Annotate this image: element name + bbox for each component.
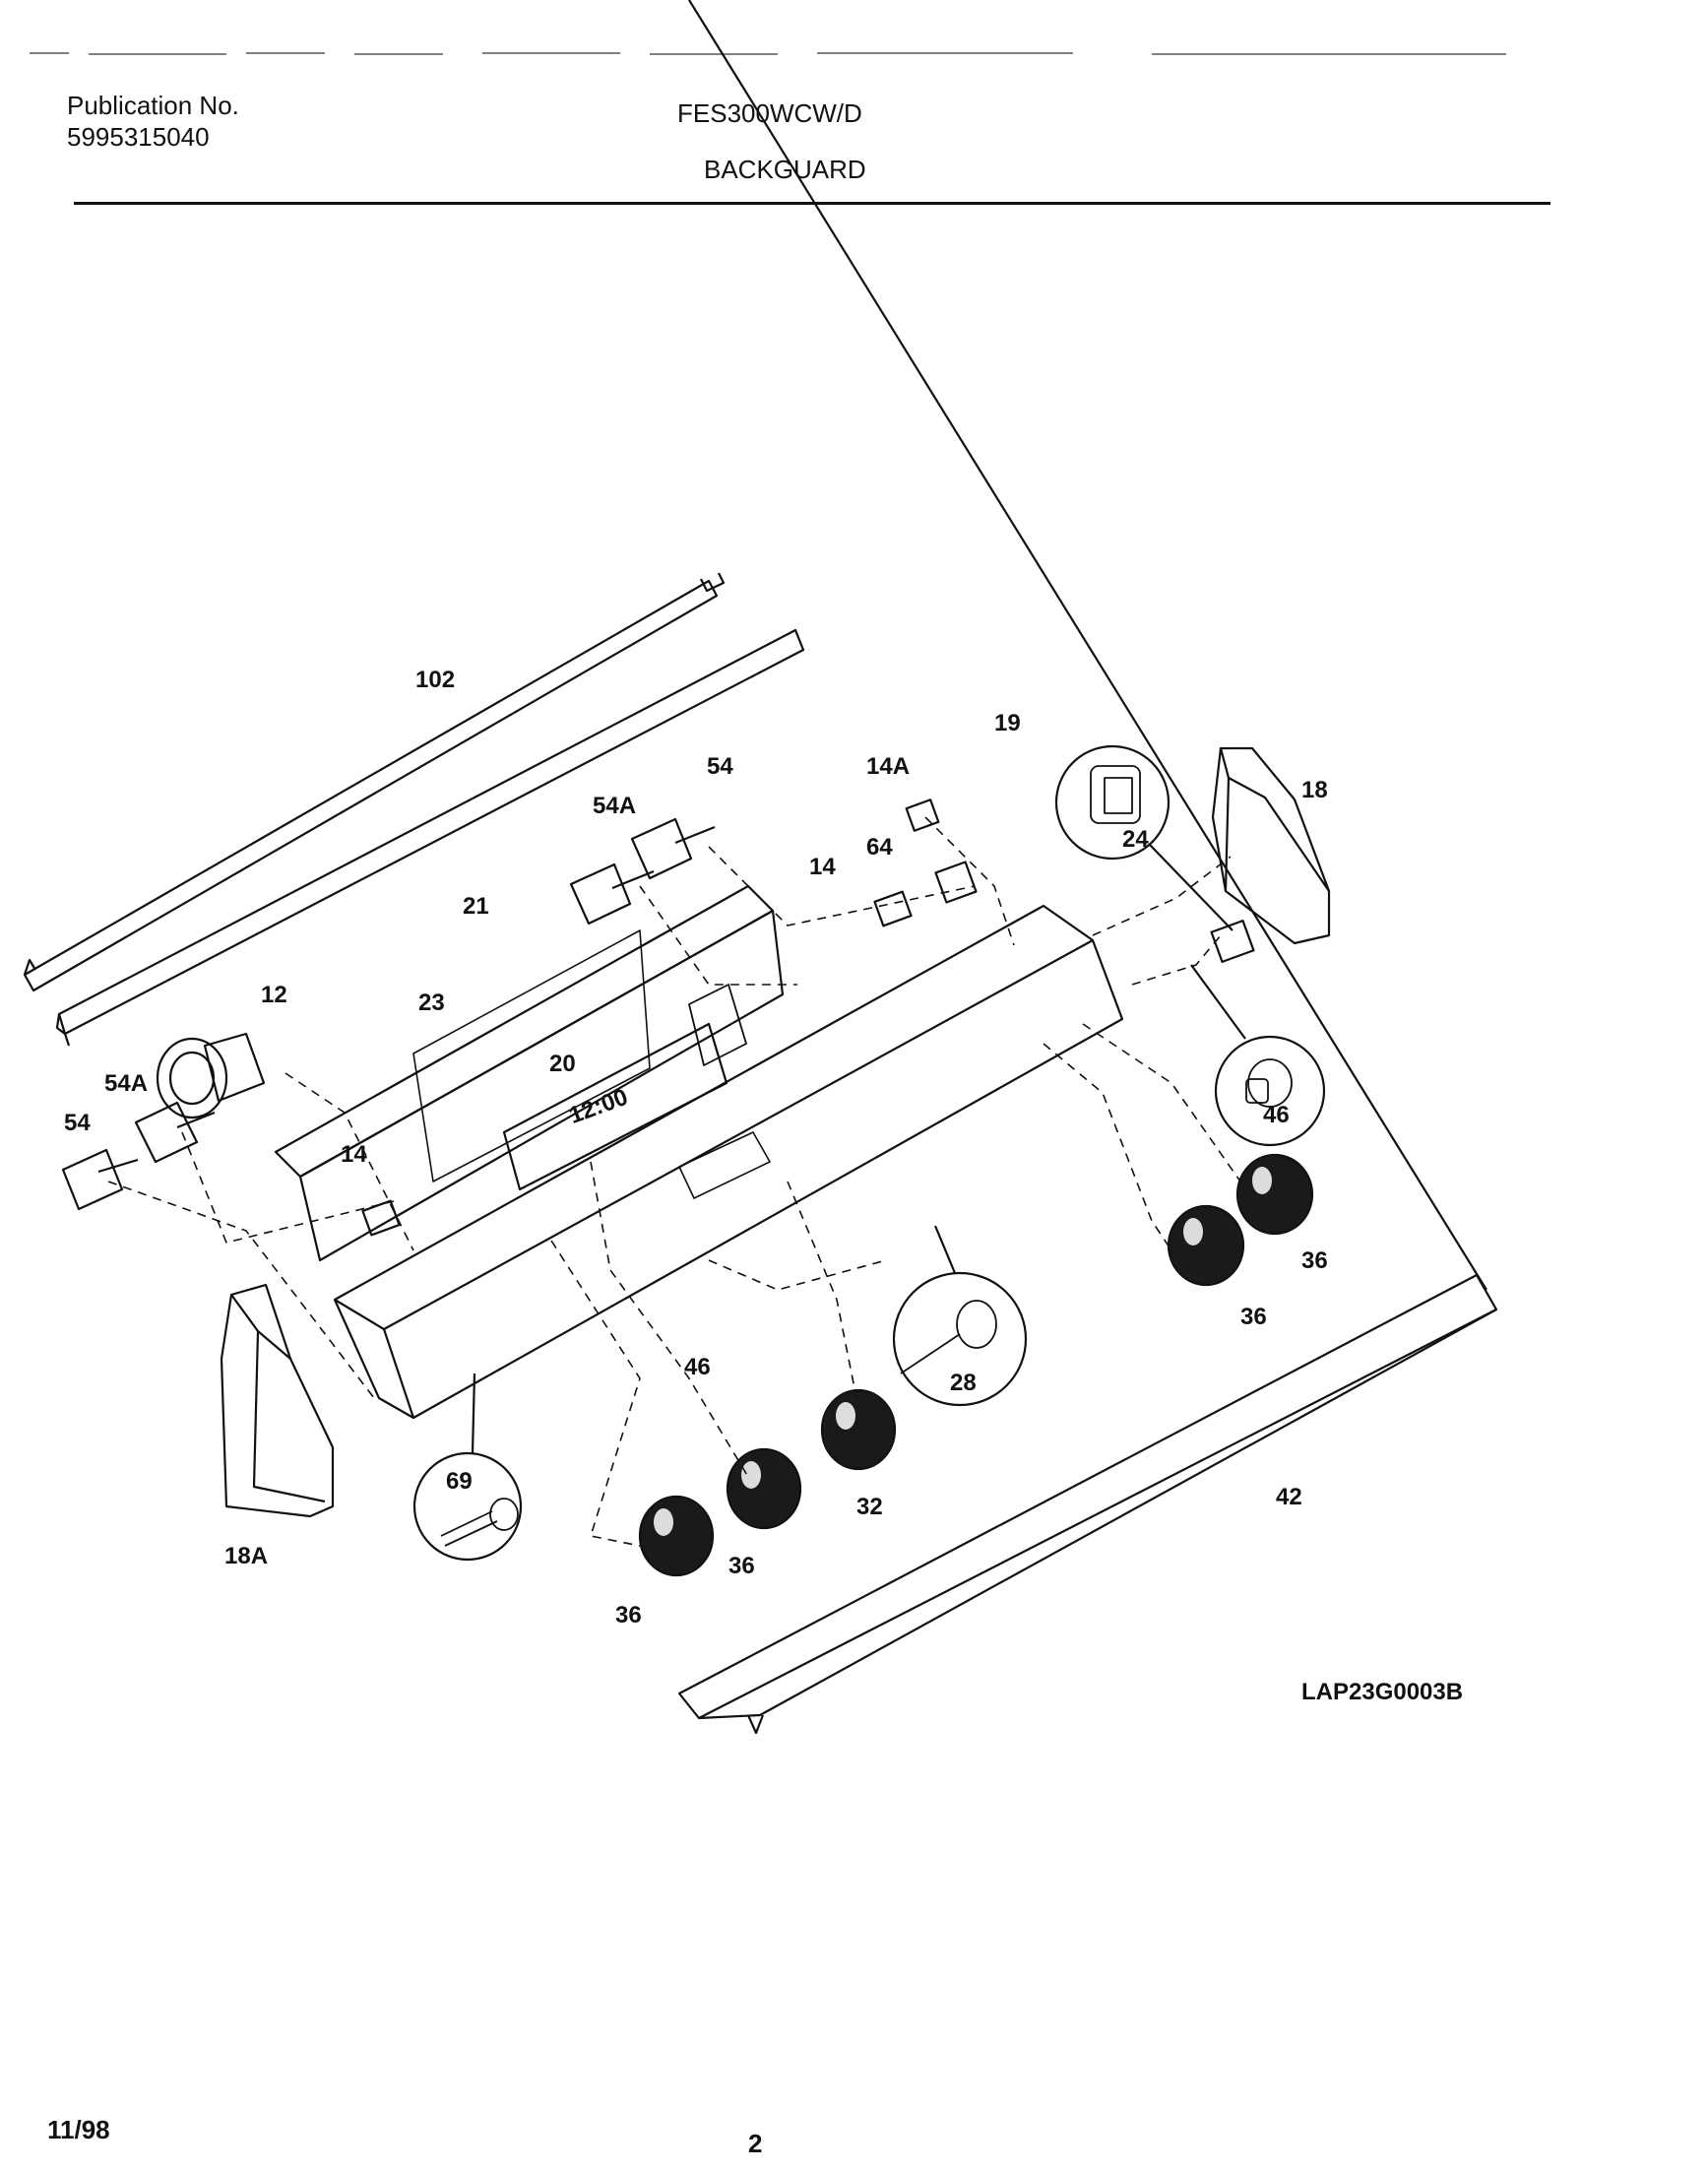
callout-46-right: 46 <box>1263 1102 1290 1128</box>
part-102-trim <box>23 572 726 992</box>
callout-14-left: 14 <box>341 1141 367 1168</box>
publication-label: Publication No. <box>67 91 239 120</box>
callout-12: 12 <box>261 982 287 1008</box>
part-54-switch-right <box>630 817 716 880</box>
part-19-backguard <box>333 904 1124 1420</box>
part-23-control-panel <box>274 884 785 1262</box>
callout-32: 32 <box>856 1494 883 1520</box>
callout-36-right-upper: 36 <box>1301 1247 1328 1274</box>
callout-28: 28 <box>950 1370 977 1396</box>
callout-24: 24 <box>1122 826 1149 853</box>
callout-36-center: 36 <box>728 1553 755 1579</box>
detail-28-circle <box>892 1271 1028 1407</box>
callout-20: 20 <box>549 1051 576 1077</box>
callout-64: 64 <box>866 834 893 861</box>
detail-24-lamp <box>1090 765 1141 824</box>
part-54a-switch-left <box>134 1101 216 1164</box>
callout-18a: 18A <box>224 1543 268 1569</box>
callout-46-center: 46 <box>684 1354 711 1380</box>
part-54a-switch-right <box>569 862 655 926</box>
knobs <box>638 1153 1314 1577</box>
callout-54: 54 <box>707 753 733 780</box>
callout-18: 18 <box>1301 777 1328 803</box>
callout-36-right-lower: 36 <box>1240 1304 1267 1330</box>
callout-19: 19 <box>994 710 1021 736</box>
callout-69: 69 <box>446 1468 473 1495</box>
part-64-bracket <box>934 861 978 904</box>
detail-46-knob-insert <box>1245 1058 1293 1108</box>
detail-69-screw <box>440 1498 519 1547</box>
part-14a-clip <box>905 799 940 832</box>
callout-54a-left: 54A <box>104 1070 148 1097</box>
callout-21: 21 <box>463 893 489 920</box>
detail-28-igniter <box>900 1300 997 1374</box>
callout-36-left: 36 <box>615 1602 642 1629</box>
callout-14a: 14A <box>866 753 910 780</box>
part-54-switch-left <box>61 1148 139 1211</box>
detail-69-circle <box>412 1451 523 1562</box>
publication-date: 11/98 <box>47 2115 110 2144</box>
part-20-clock <box>502 984 747 1191</box>
drawing-code: LAP23G0003B <box>1301 1679 1464 1705</box>
callout-42: 42 <box>1276 1484 1302 1510</box>
part-24-lamp-socket <box>1210 920 1255 963</box>
callout-54a: 54A <box>593 793 636 819</box>
part-42-bottom-trim <box>677 0 1498 1735</box>
detail-24-circle <box>1054 744 1170 861</box>
detail-46-circle <box>1214 1035 1326 1147</box>
callout-23: 23 <box>418 990 445 1016</box>
publication-number: 5995315040 <box>67 122 210 152</box>
page-number: 2 <box>748 2129 763 2158</box>
part-18a-end-cap <box>220 1283 335 1518</box>
callout-102: 102 <box>415 667 455 693</box>
part-12-timer <box>156 1032 266 1119</box>
section-title: BACKGUARD <box>704 155 866 184</box>
part-18-end-cap <box>1211 746 1331 945</box>
part-21-trim <box>55 628 805 1047</box>
part-14-clip-right <box>873 890 913 927</box>
callout-54-left: 54 <box>64 1110 91 1136</box>
header-rule <box>74 202 1550 205</box>
scan-noise-strip <box>30 52 1506 55</box>
model-number: FES300WCW/D <box>677 98 862 128</box>
clock-face-text: 12:00 <box>565 1084 631 1129</box>
callout-14: 14 <box>809 854 836 880</box>
